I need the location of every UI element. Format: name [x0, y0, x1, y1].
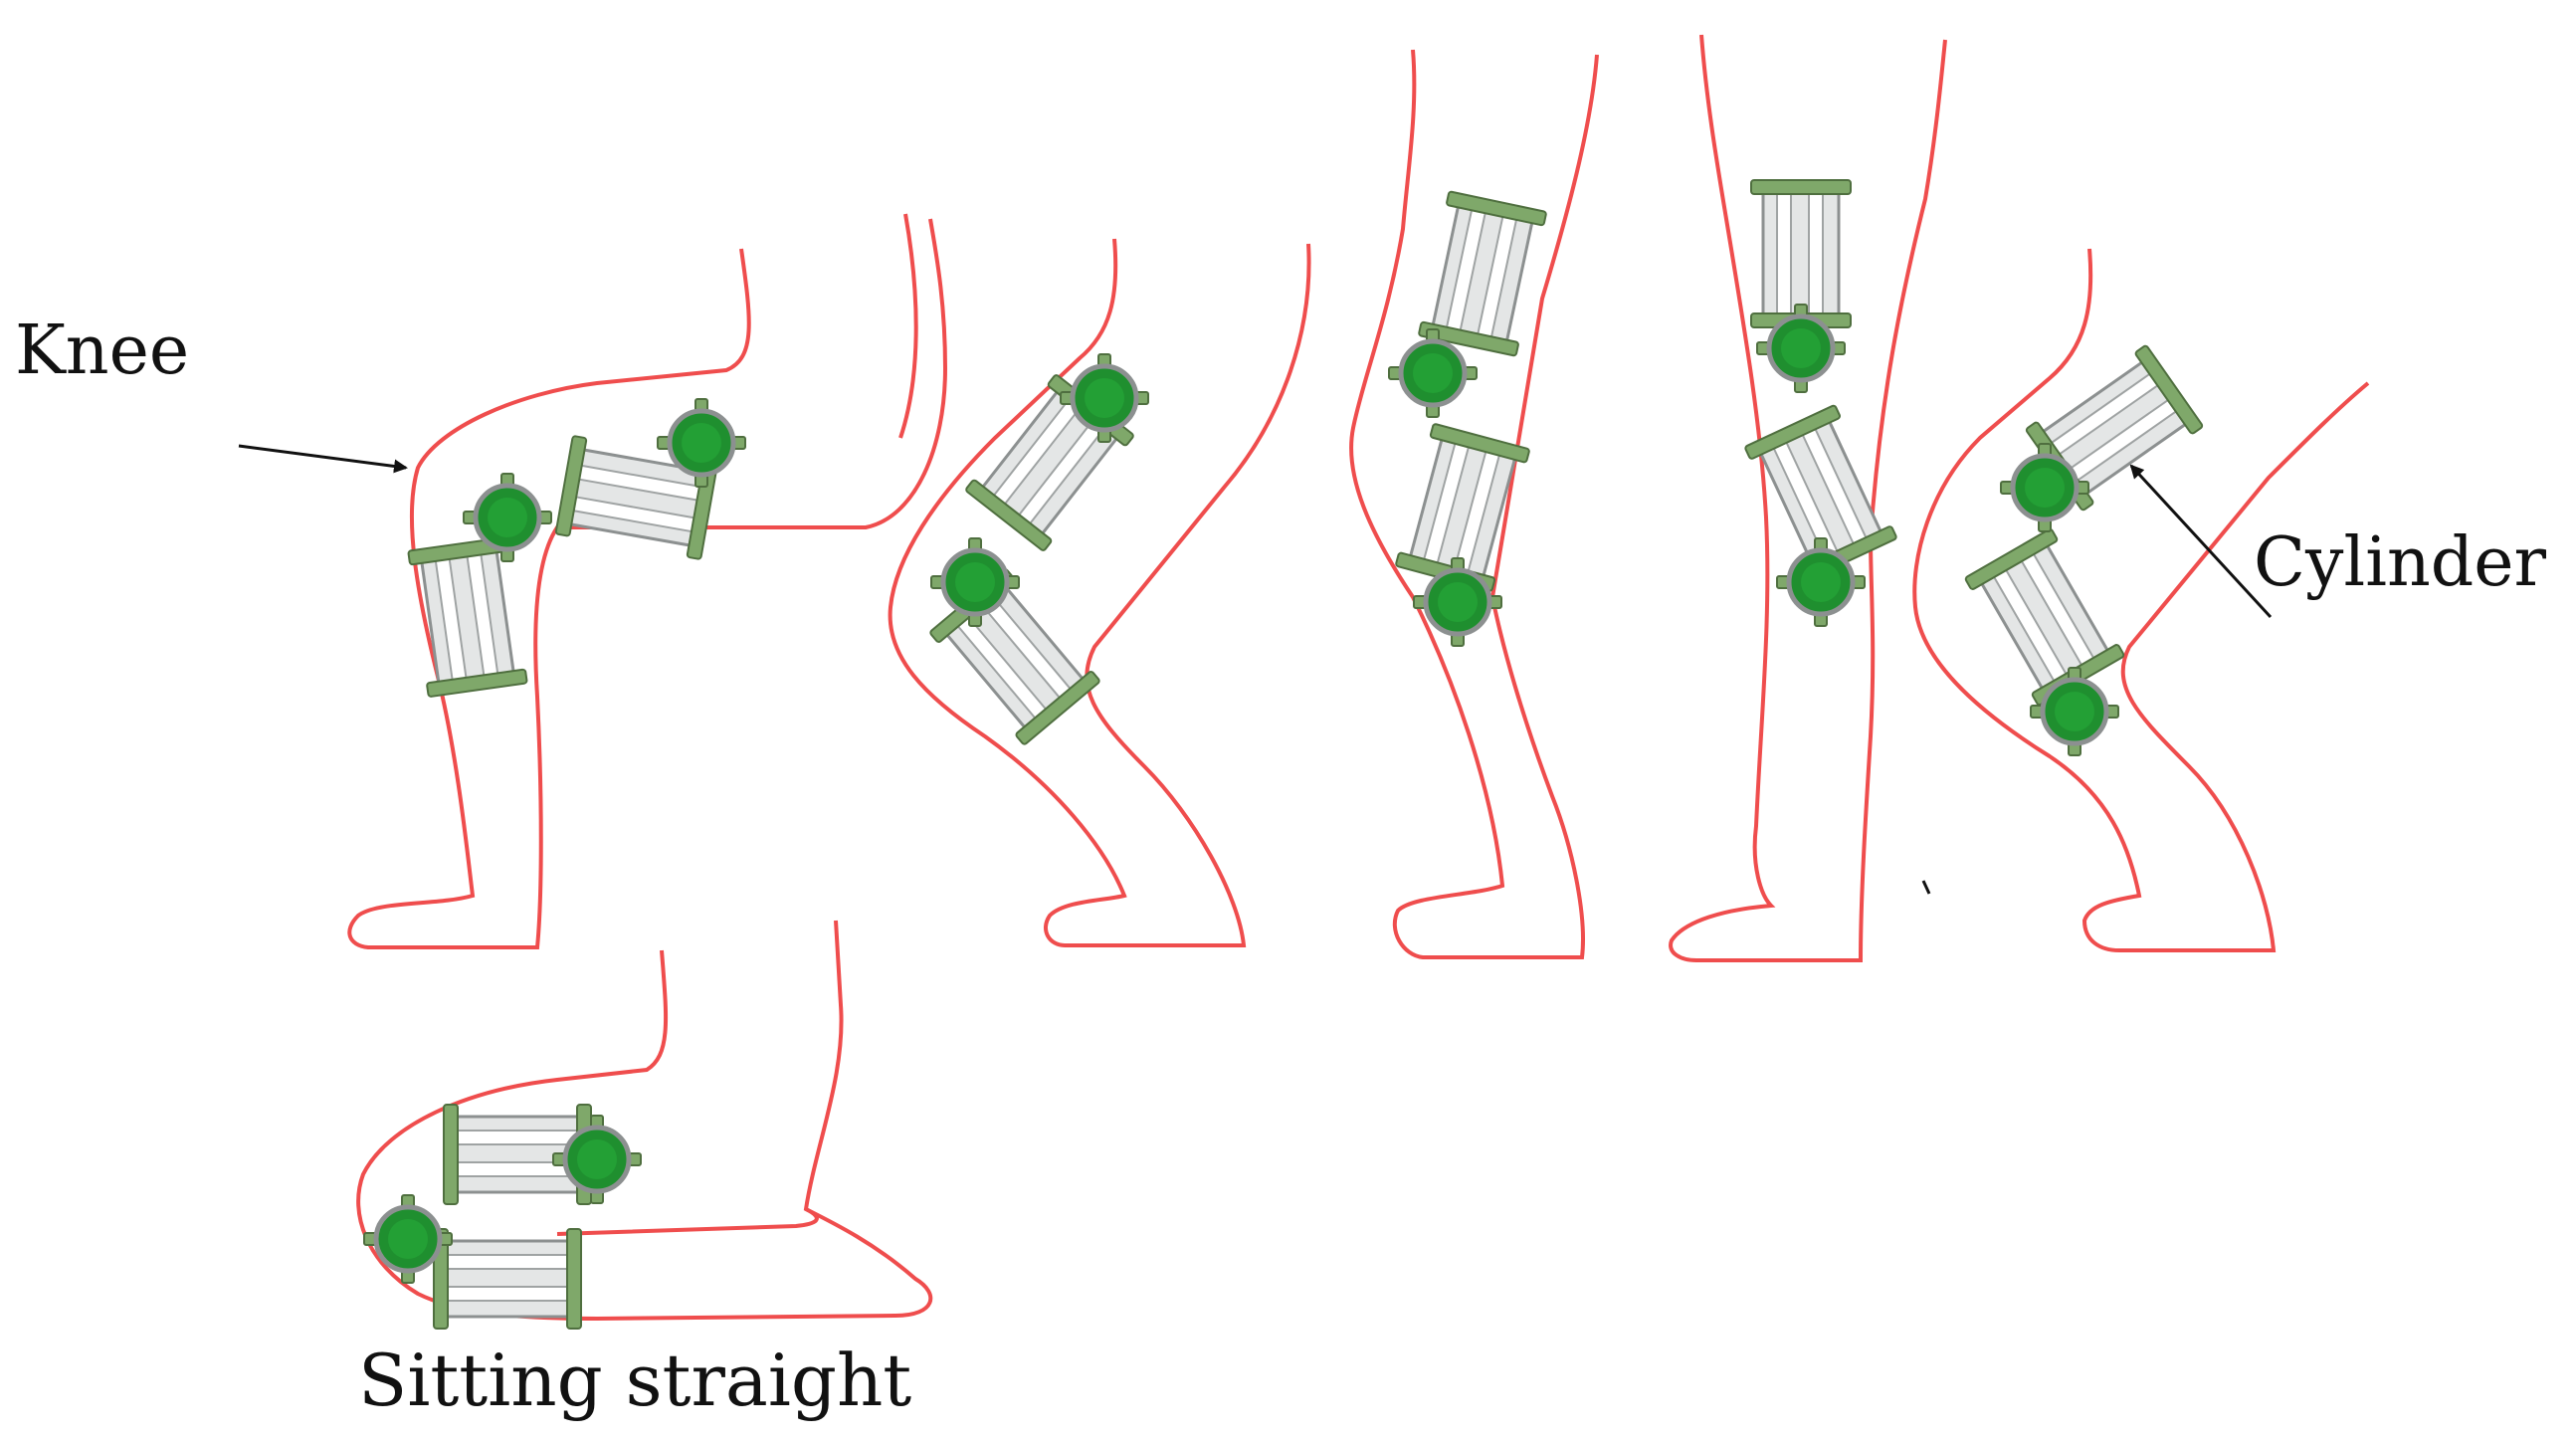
knee-exoskeleton-icon [1963, 343, 2205, 755]
leg-outline-icon [1349, 49, 1599, 959]
pointer-arrow-icon [2129, 464, 2273, 619]
leg-outline-icon [347, 218, 948, 949]
knee-label: Knee [15, 311, 189, 390]
knee-exoskeleton-icon [364, 1103, 641, 1331]
leg-figure-flexed-cylinder [1912, 248, 2370, 952]
leg-figure-seated-90 [347, 218, 948, 949]
leg-figure-near-straight [1349, 49, 1599, 959]
leg-figure-flexed-45 [888, 213, 1311, 947]
sitting-straight-label: Sitting straight [358, 1339, 911, 1422]
leg-outline-icon [888, 238, 1311, 947]
knee-exoskeleton-icon [406, 399, 745, 699]
knee-exoskeleton-icon [927, 354, 1148, 747]
cylinder-label: Cylinder [2254, 523, 2547, 602]
leg-figure-sitting-straight [356, 920, 933, 1331]
leg-outline-icon [1669, 34, 1947, 962]
stray-mark [1921, 880, 1931, 895]
pointer-arrow-icon [238, 444, 408, 474]
leg-outline-icon [1912, 248, 2370, 952]
leg-figure-standing [1669, 34, 1947, 962]
